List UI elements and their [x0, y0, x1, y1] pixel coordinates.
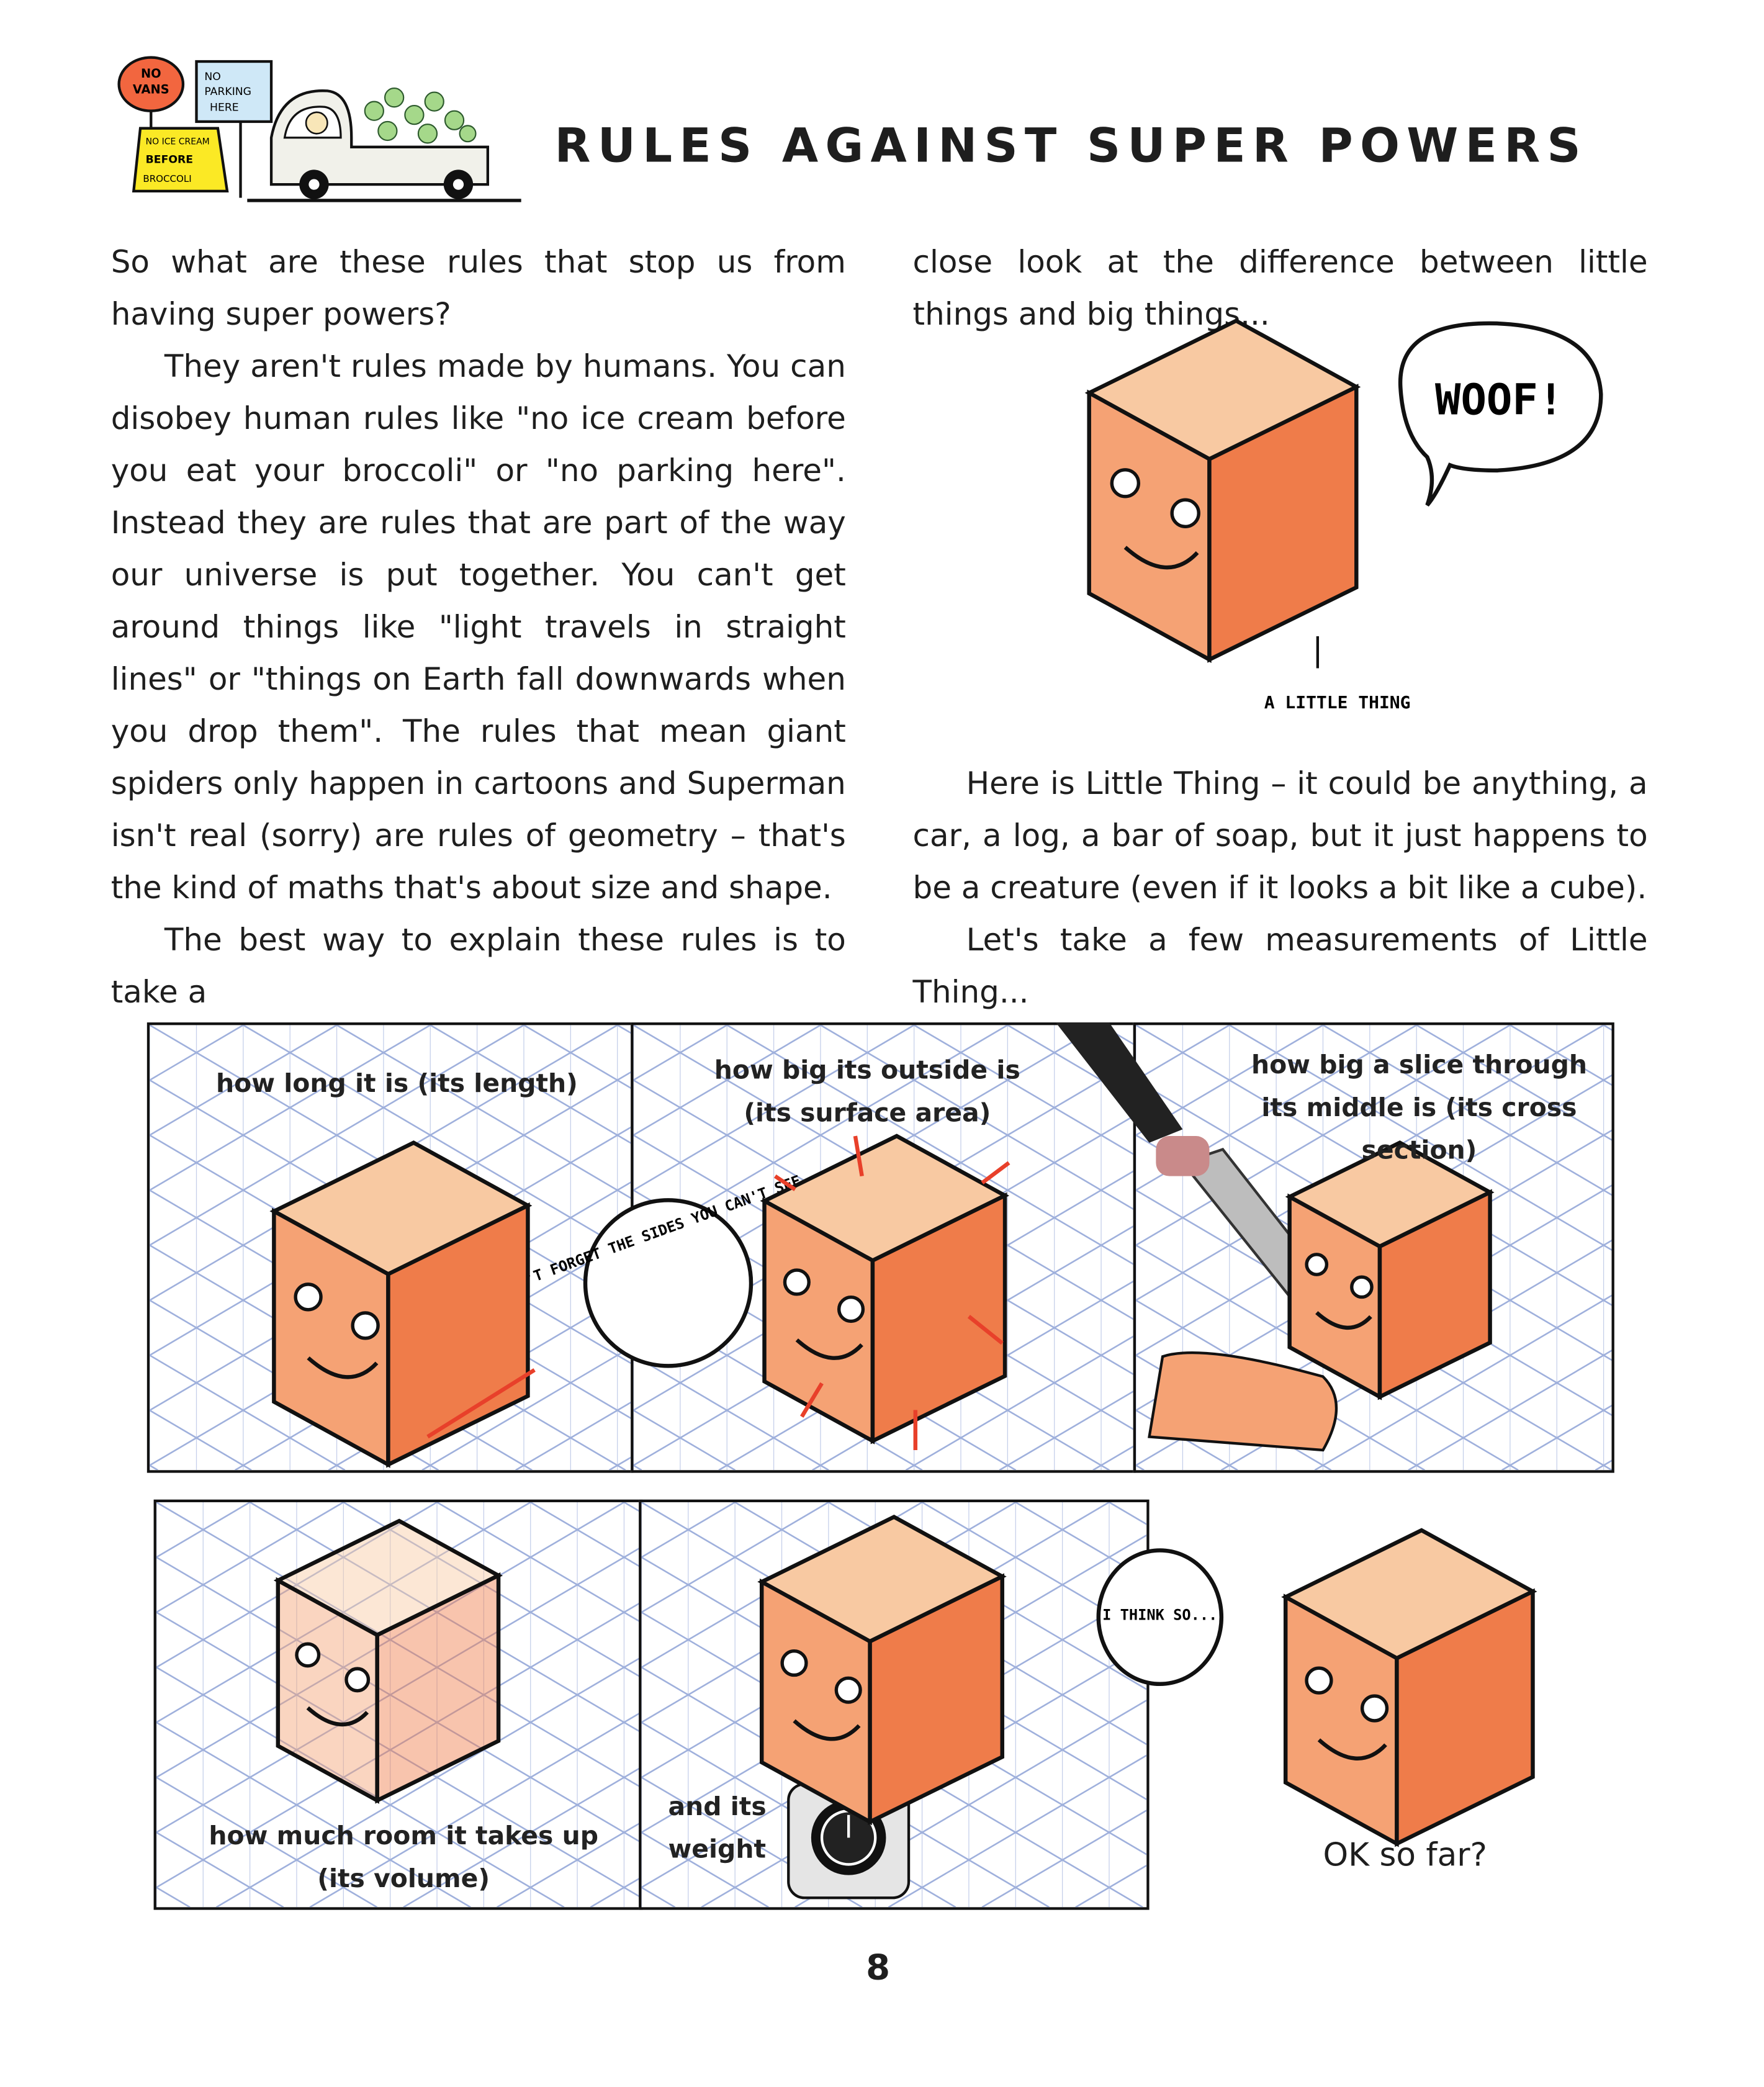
svg-text:NO: NO [204, 71, 220, 83]
closing-question: OK so far? [1323, 1836, 1487, 1874]
truck-icon [247, 88, 521, 202]
page-number: 8 [866, 1949, 891, 1989]
red-arrow-icon [967, 1315, 1004, 1345]
eye [1170, 498, 1200, 528]
svg-text:NO ICE CREAM: NO ICE CREAM [146, 137, 210, 147]
panel-volume: how much room it takes up (its volume) [153, 1499, 643, 1910]
speech-bubble: DON'T FORGET THE SIDES YOU CAN'T SEE [498, 1172, 803, 1368]
right-column-intro: close look at the difference between lit… [912, 237, 1647, 341]
eye [1360, 1694, 1389, 1723]
right-column-text: Here is Little Thing – it could be anyth… [912, 758, 1647, 1019]
eye [1305, 1253, 1329, 1276]
svg-text:BEFORE: BEFORE [146, 154, 193, 166]
no-parking-sign: NO PARKING HERE [195, 60, 273, 198]
eye [837, 1296, 865, 1323]
smile [307, 1356, 379, 1379]
cube-creature [1281, 1528, 1537, 1847]
comic-overlay: DON'T FORGET THE SIDES YOU CAN'T SEE I T… [269, 1022, 1537, 1900]
eye [783, 1268, 811, 1296]
red-arrow-icon [426, 1368, 536, 1439]
panel-caption: how much room it takes up (its volume) [209, 1821, 599, 1894]
smile [1315, 1311, 1372, 1330]
svg-text:PARKING: PARKING [204, 86, 251, 98]
cube-creature [269, 1140, 533, 1468]
header-illustration: NO VANS NO PARKING HERE NO ICE CREAM BEFORE… [117, 56, 521, 202]
page-title: RULES AGAINST SUPER POWERS [554, 120, 1588, 174]
svg-text:BROCCOLI: BROCCOLI [143, 173, 191, 184]
little-thing-label: A LITTLE THING [1264, 692, 1411, 713]
eye [1110, 468, 1141, 498]
smile [306, 1706, 369, 1727]
bubble-text: I THINK SO... [1102, 1606, 1217, 1623]
cube-creature [1285, 1140, 1495, 1400]
cube-creature [760, 1134, 1010, 1445]
panel-caption: how long it is (its length) [215, 1069, 578, 1099]
cube-creature [757, 1515, 1007, 1826]
eye [351, 1311, 380, 1340]
panel-caption: and its weight [668, 1792, 767, 1865]
red-arrow-icon [853, 1135, 864, 1177]
panel-caption: how big its outside is (its surface area… [714, 1055, 1020, 1129]
paragraph: So what are these rules that stop us fro… [110, 244, 846, 333]
eye [1350, 1275, 1374, 1299]
paragraph: They aren't rules made by humans. You ca… [110, 348, 846, 906]
cube-creature [273, 1518, 503, 1804]
svg-text:HERE: HERE [210, 102, 239, 114]
smile [793, 1719, 861, 1741]
red-arrow-icon [773, 1174, 796, 1191]
svg-text:NO: NO [141, 66, 161, 81]
woof-text: WOOF! [1435, 375, 1564, 425]
speech-bubble [1398, 321, 1603, 507]
eye [294, 1282, 323, 1312]
smile [795, 1338, 863, 1360]
left-column-text: So what are these rules that stop us fro… [111, 237, 846, 1019]
grid-background [156, 1502, 641, 1908]
eye [295, 1642, 321, 1668]
smile [1317, 1738, 1387, 1760]
little-thing-illustration: WOOF! A LITTLE THING [1084, 318, 1603, 713]
cube-creature [1084, 318, 1361, 663]
red-arrow-icon [981, 1161, 1010, 1184]
svg-text:VANS: VANS [133, 83, 169, 97]
no-ice-cream-sign: NO ICE CREAM BEFORE BROCCOLI [132, 127, 229, 193]
eye [1305, 1666, 1333, 1695]
cut-slice [1148, 1351, 1338, 1452]
eye [834, 1676, 862, 1704]
panel-caption: how big a slice through its middle is (i… [1251, 1050, 1587, 1166]
paragraph: Let's take a few measurements of Little … [912, 922, 1648, 1011]
eye [780, 1649, 808, 1677]
red-arrow-icon [800, 1382, 824, 1418]
paragraph: The best way to explain these rules is t… [110, 922, 846, 1011]
paragraph: close look at the difference between lit… [912, 244, 1648, 333]
smile [1123, 546, 1199, 570]
no-vans-sign: NO VANS [117, 56, 185, 131]
speech-bubble: I THINK SO... [1096, 1548, 1224, 1687]
eye [344, 1667, 371, 1693]
paragraph: Here is Little Thing – it could be anyth… [912, 765, 1648, 906]
